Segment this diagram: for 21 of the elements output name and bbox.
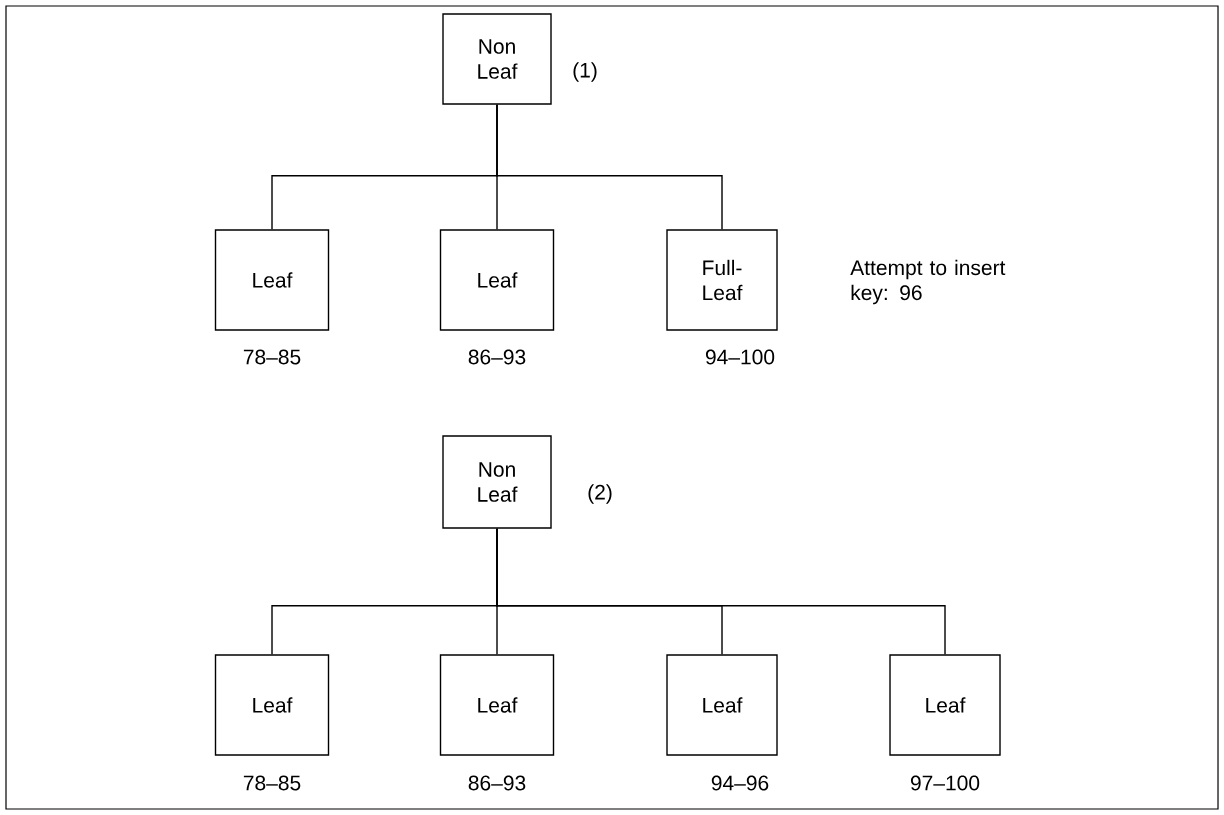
node-caption: 86–93 xyxy=(468,775,526,791)
tree-connector xyxy=(496,528,946,655)
note-text: Attempt to insert key: 96 xyxy=(850,259,1006,305)
tree-node-box: Leaf xyxy=(439,229,555,331)
node-caption: (1) xyxy=(573,62,597,82)
node-caption: 97–100 xyxy=(910,775,980,791)
tree-node-box: Non Leaf xyxy=(442,13,552,105)
node-caption: 78–85 xyxy=(243,349,301,365)
tree-node-box: Leaf xyxy=(214,229,330,331)
tree-node-box: Leaf xyxy=(666,654,778,756)
tree-node-box: Leaf xyxy=(214,654,330,756)
tree-node-box: Leaf xyxy=(889,654,1001,756)
node-caption: 86–93 xyxy=(468,349,526,365)
tree-node-box: Full-Leaf xyxy=(666,229,778,331)
tree-node-box: Leaf xyxy=(439,654,555,756)
tree-node-box: Non Leaf xyxy=(442,435,552,529)
node-caption: (2) xyxy=(588,484,612,504)
tree-connector xyxy=(496,104,723,230)
node-caption: 78–85 xyxy=(243,775,301,791)
node-caption: 94–96 xyxy=(711,775,769,791)
node-caption: 94–100 xyxy=(705,349,775,365)
